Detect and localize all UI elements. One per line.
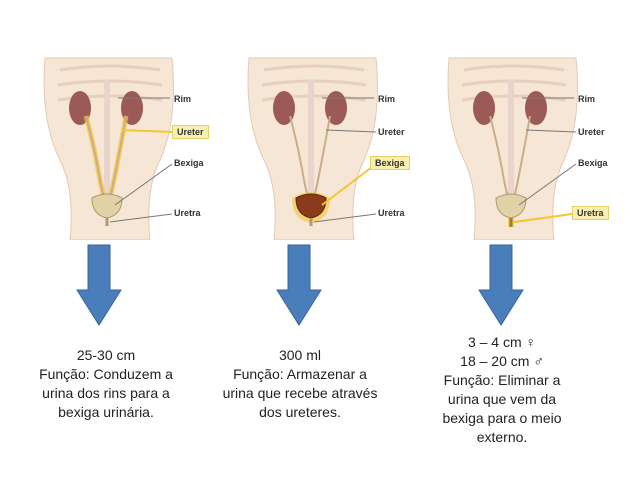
down-arrow-icon <box>76 244 122 326</box>
label-urethra: Uretra <box>174 208 201 218</box>
label-ureter: Ureter <box>578 127 605 137</box>
label-ureter: Ureter <box>172 125 209 139</box>
caption-line: Função: Armazenar a <box>233 366 367 382</box>
label-urethra: Uretra <box>378 208 405 218</box>
caption-urethra: 3 – 4 cm ♀ 18 – 20 cm ♂ Função: Eliminar… <box>402 333 602 447</box>
panel-urethra: Rim Ureter Bexiga Uretra 3 – 4 cm ♀ 18 –… <box>404 0 616 479</box>
label-urethra: Uretra <box>572 206 609 220</box>
caption-line: dos ureteres. <box>259 404 341 420</box>
caption-line: externo. <box>476 429 528 445</box>
label-bladder: Bexiga <box>370 156 410 170</box>
urinary-system-illustration-ureter <box>43 57 174 240</box>
caption-line: bexiga urinária. <box>58 404 154 420</box>
caption-line: 3 – 4 cm ♀ <box>467 334 537 350</box>
caption-line: 300 ml <box>278 347 322 363</box>
down-arrow-icon <box>276 244 322 326</box>
caption-line: urina que vem da <box>447 391 557 407</box>
caption-line: bexiga para o meio <box>442 410 562 426</box>
label-bladder: Bexiga <box>578 158 608 168</box>
urinary-system-illustration-bladder <box>247 57 378 240</box>
caption-line: Função: Eliminar a <box>443 372 561 388</box>
caption-line: urina que recebe através <box>222 385 378 401</box>
caption-line: 18 – 20 cm ♂ <box>460 353 544 369</box>
caption-line: 25-30 cm <box>76 347 136 363</box>
label-bladder: Bexiga <box>174 158 204 168</box>
caption-bladder: 300 ml Função: Armazenar a urina que rec… <box>198 346 402 422</box>
panel-bladder: Rim Ureter Bexiga Uretra 300 ml Função: … <box>204 0 416 479</box>
label-ureter: Ureter <box>378 127 405 137</box>
caption-line: urina dos rins para a <box>42 385 170 401</box>
down-arrow-icon <box>478 244 524 326</box>
label-kidney: Rim <box>378 94 396 104</box>
panel-ureter: Rim Ureter Bexiga Uretra 25-30 cm Função… <box>0 0 212 479</box>
label-kidney: Rim <box>174 94 192 104</box>
caption-ureter: 25-30 cm Função: Conduzem a urina dos ri… <box>6 346 206 422</box>
urinary-system-illustration-urethra <box>447 57 578 240</box>
label-kidney: Rim <box>578 94 596 104</box>
caption-line: Função: Conduzem a <box>39 366 173 382</box>
